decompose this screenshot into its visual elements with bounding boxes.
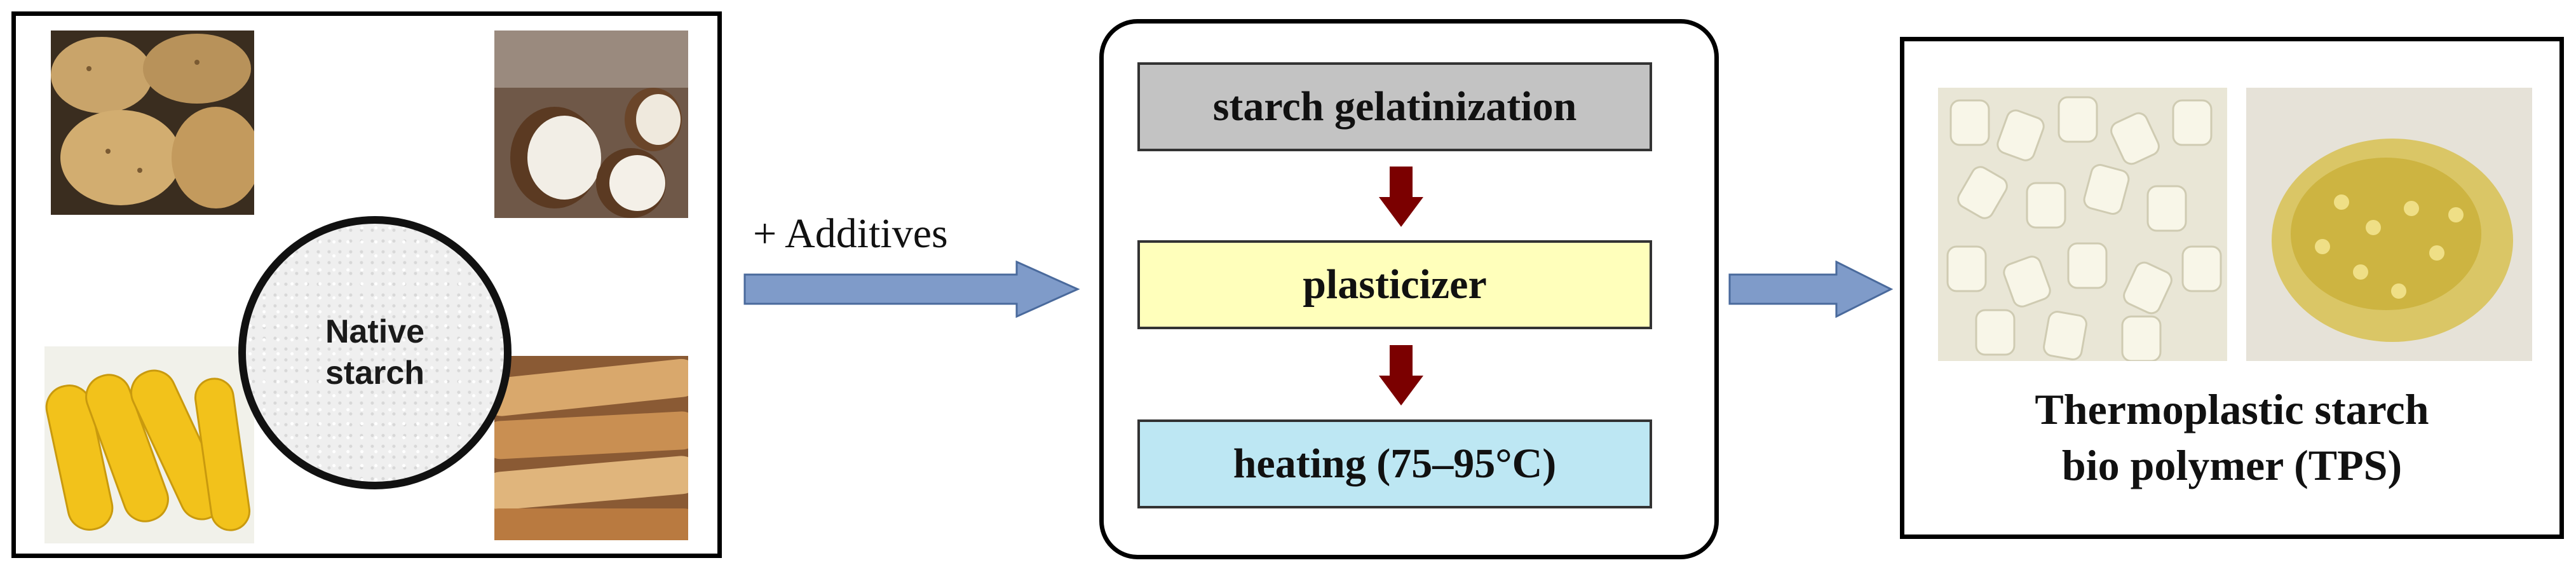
- step-heating: heating (75–95°C): [1137, 419, 1652, 508]
- additives-label: + Additives: [753, 210, 948, 257]
- native-starch-label-line1: Native: [325, 313, 425, 350]
- down-arrow-icon: [1379, 167, 1423, 227]
- down-arrow-icon: [1379, 345, 1423, 405]
- native-starch-circle: Native starch: [238, 216, 512, 489]
- corn-photo: [44, 346, 254, 543]
- bread-photo: [494, 356, 688, 540]
- native-starch-label-line2: starch: [325, 355, 425, 392]
- step-starch-gelatinization: starch gelatinization: [1137, 62, 1652, 151]
- step-plasticizer: plasticizer: [1137, 240, 1652, 329]
- additives-arrow-icon: [743, 261, 1080, 318]
- cassava-photo: [494, 31, 688, 218]
- product-arrow-icon: [1728, 261, 1894, 318]
- product-title-line2: bio polymer (TPS): [2061, 441, 2403, 490]
- product-title-line1: Thermoplastic starch: [2035, 385, 2429, 433]
- potato-photo: [51, 31, 254, 215]
- white-pellets-photo: [1938, 88, 2227, 361]
- yellow-pellets-photo: [2246, 88, 2532, 361]
- product-title: Thermoplastic starch bio polymer (TPS): [1900, 381, 2564, 494]
